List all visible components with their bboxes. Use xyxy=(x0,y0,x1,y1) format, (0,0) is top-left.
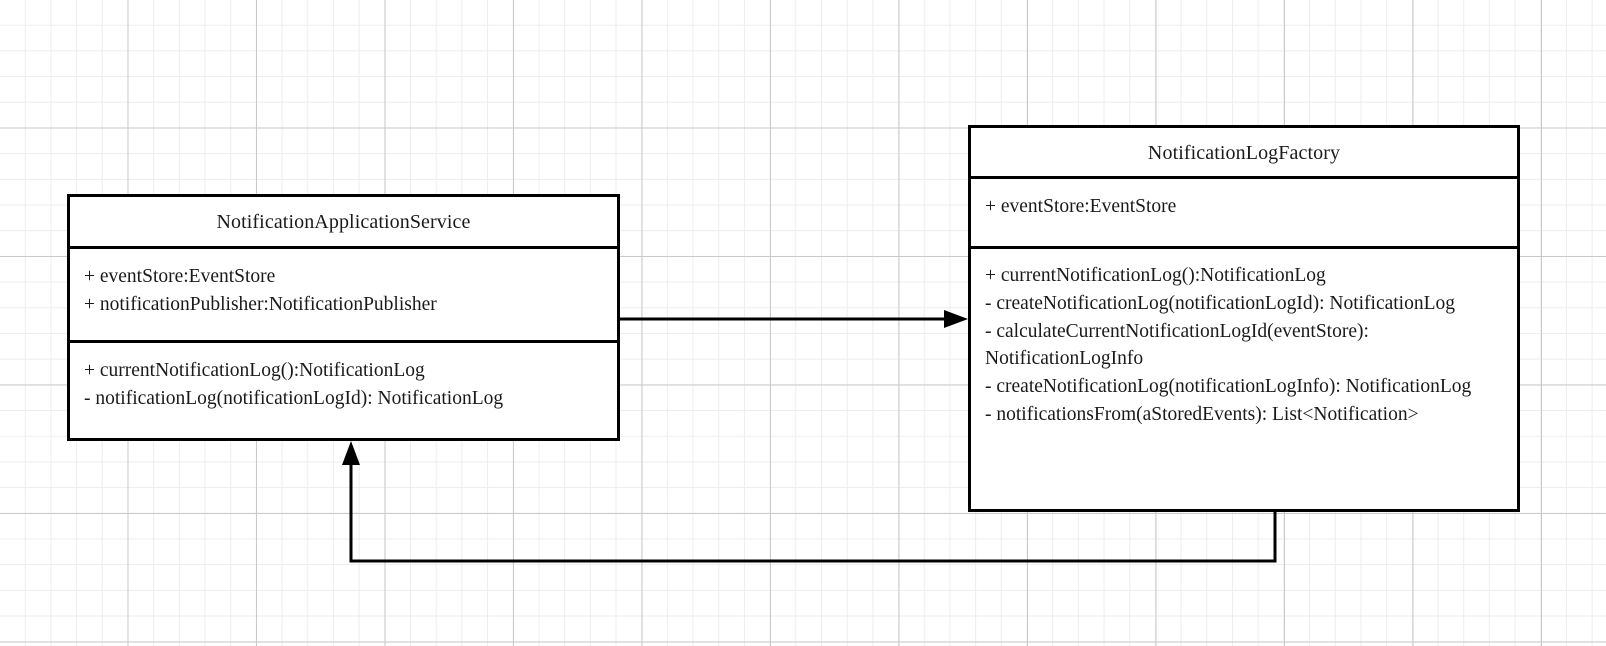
class-attributes-notification-log-factory: + eventStore:EventStore xyxy=(971,176,1517,246)
operation-row: - createNotificationLog(notificationLogI… xyxy=(985,293,1455,315)
operation-row: - notificationsFrom(aStoredEvents): List… xyxy=(985,403,1419,425)
operation-row: - createNotificationLog(notificationLogI… xyxy=(985,376,1472,398)
class-box-notification-application-service[interactable]: NotificationApplicationService + eventSt… xyxy=(67,194,620,441)
attribute-row: + notificationPublisher:NotificationPubl… xyxy=(84,294,437,316)
class-box-notification-log-factory[interactable]: NotificationLogFactory + eventStore:Even… xyxy=(968,125,1520,512)
arrowhead-icon xyxy=(342,441,360,465)
connector-service-to-factory xyxy=(620,310,968,328)
class-operations-notification-application-service: + currentNotificationLog():NotificationL… xyxy=(70,340,617,438)
attribute-row: + eventStore:EventStore xyxy=(985,196,1177,218)
operation-row: - calculateCurrentNotificationLogId(even… xyxy=(985,320,1369,370)
attribute-row: + eventStore:EventStore xyxy=(84,266,276,288)
class-title-notification-log-factory: NotificationLogFactory xyxy=(1147,142,1341,164)
arrowhead-icon xyxy=(944,310,968,328)
operation-row: + currentNotificationLog():NotificationL… xyxy=(84,360,425,382)
operation-row: - notificationLog(notificationLogId): No… xyxy=(84,387,504,409)
class-operations-notification-log-factory: + currentNotificationLog():NotificationL… xyxy=(971,246,1517,509)
class-attributes-notification-application-service: + eventStore:EventStore + notificationPu… xyxy=(70,246,617,340)
operation-row: + currentNotificationLog():NotificationL… xyxy=(985,265,1326,287)
class-title-notification-application-service: NotificationApplicationService xyxy=(216,211,471,233)
